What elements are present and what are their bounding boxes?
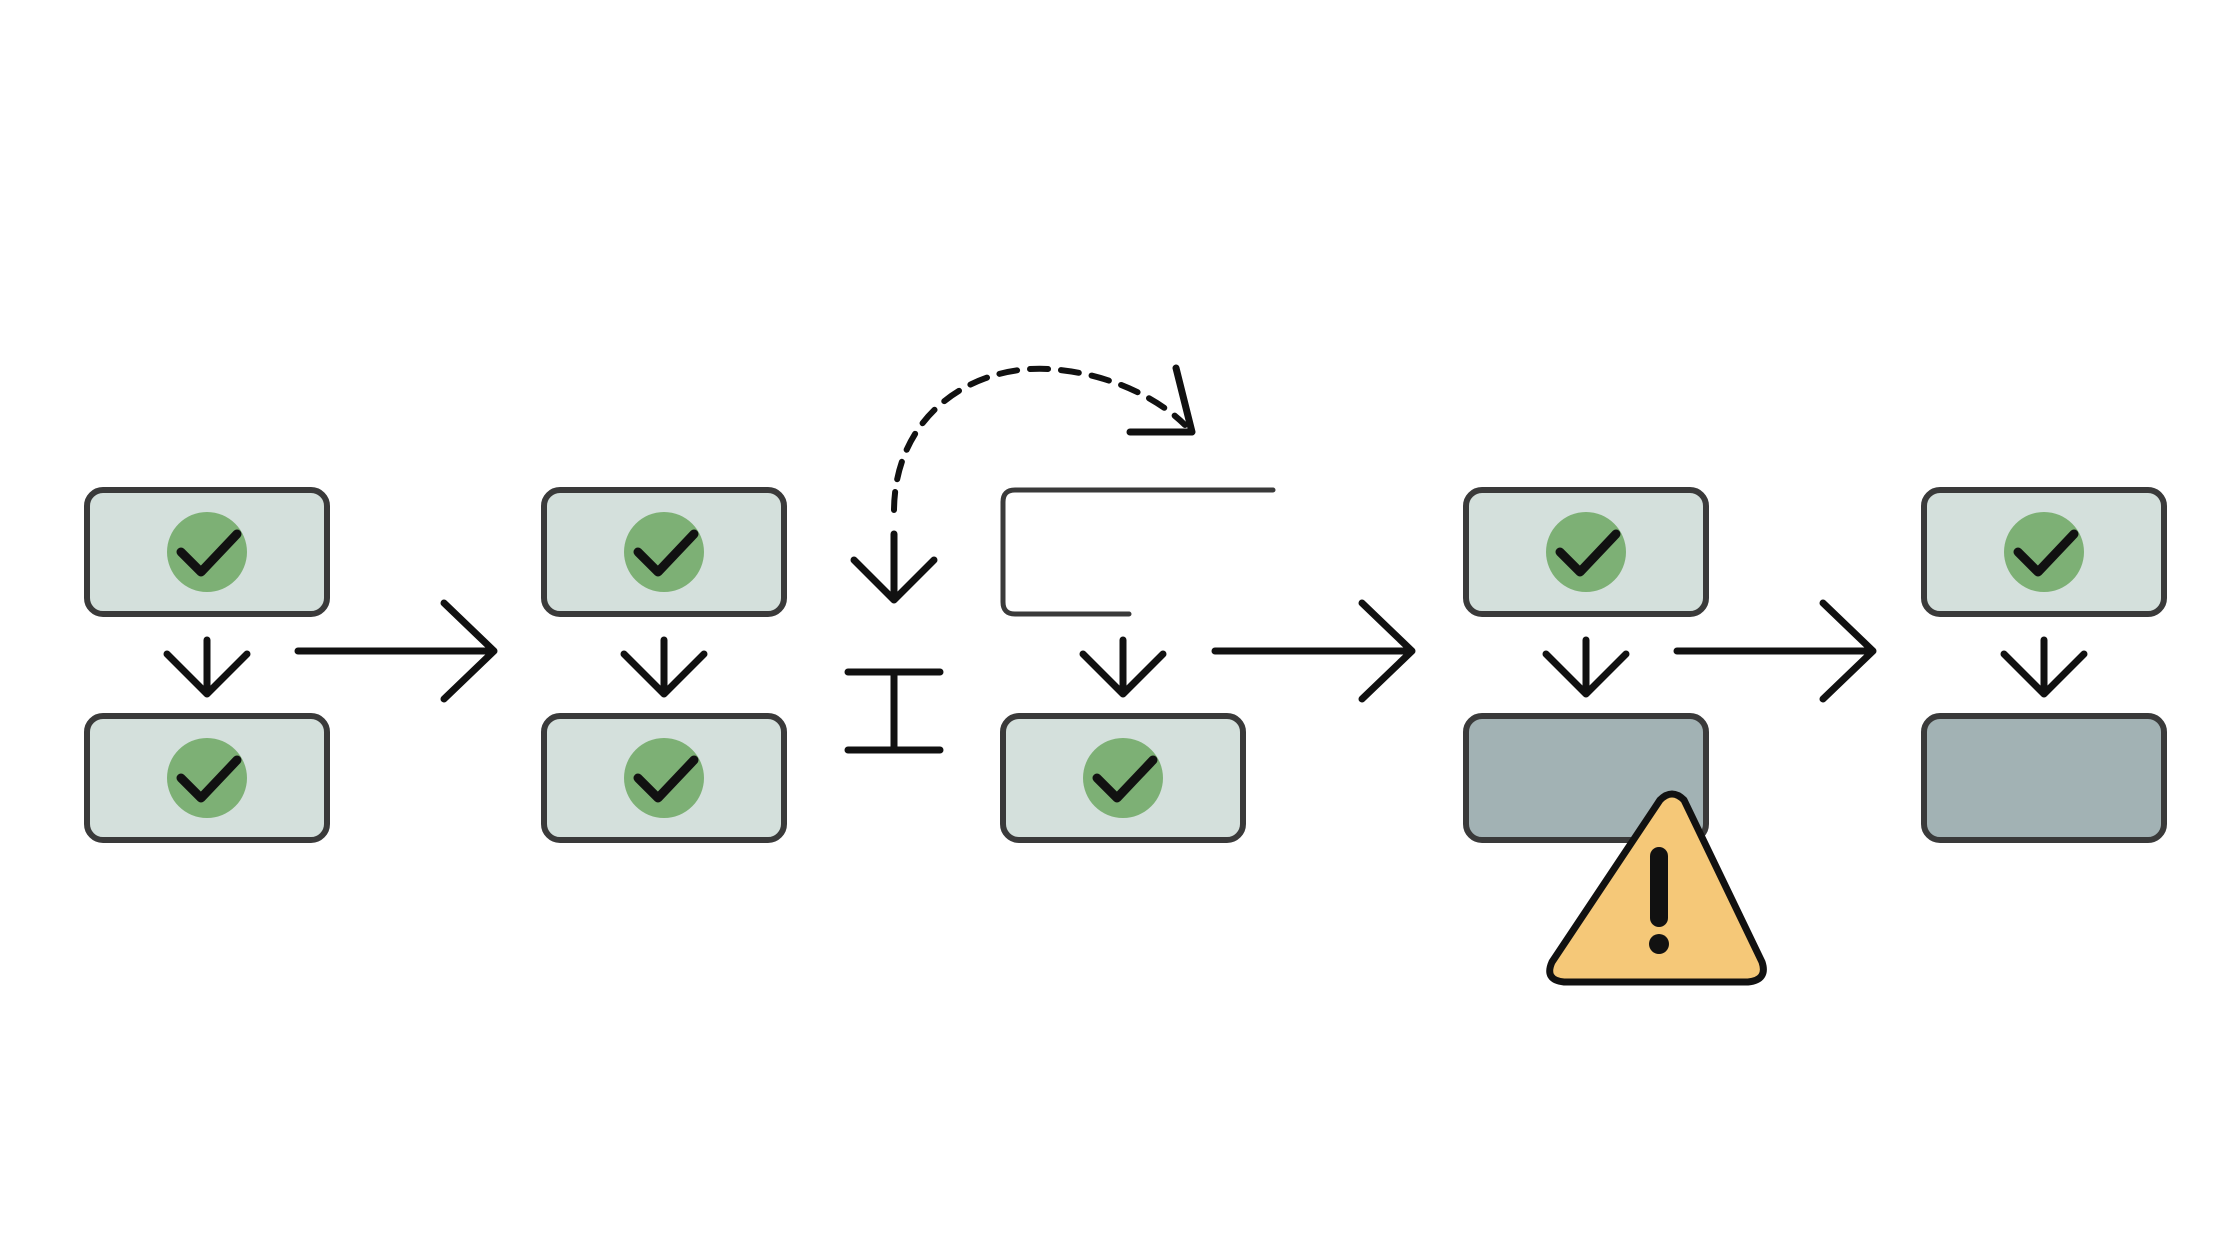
down-arrow-icon	[1542, 636, 1630, 698]
stage-4	[1463, 487, 1709, 843]
checkmark-icon	[167, 512, 247, 592]
stage-5	[1921, 487, 2167, 843]
stage-1	[84, 487, 330, 843]
stage-3	[1000, 487, 1276, 843]
checkmark-icon	[1546, 512, 1626, 592]
stage-layer	[84, 487, 2167, 843]
right-arrow-icon	[294, 599, 498, 703]
stage-2	[541, 487, 787, 843]
checkmark-icon	[1083, 738, 1163, 818]
i-beam-block-icon	[844, 668, 944, 754]
warning-triangle-icon	[1546, 790, 1767, 986]
checkmark-icon	[624, 738, 704, 818]
bottom-node-pending	[1921, 713, 2167, 843]
connector-layer	[294, 599, 1877, 703]
down-arrow-icon	[2000, 636, 2088, 698]
checkmark-icon	[624, 512, 704, 592]
checkmark-icon	[167, 738, 247, 818]
skipped-node-outline	[1000, 487, 1276, 617]
bottom-node-failed	[1463, 713, 1709, 843]
down-arrow-icon	[620, 636, 708, 698]
down-arrow-icon	[850, 530, 938, 604]
right-arrow-icon	[1211, 599, 1416, 703]
down-arrow-icon	[163, 636, 251, 698]
down-arrow-icon	[1079, 636, 1167, 698]
right-arrow-icon	[1673, 599, 1877, 703]
checkmark-icon	[2004, 512, 2084, 592]
special-layer	[844, 364, 1767, 986]
curved-dashed-arrow-icon	[891, 364, 1196, 513]
